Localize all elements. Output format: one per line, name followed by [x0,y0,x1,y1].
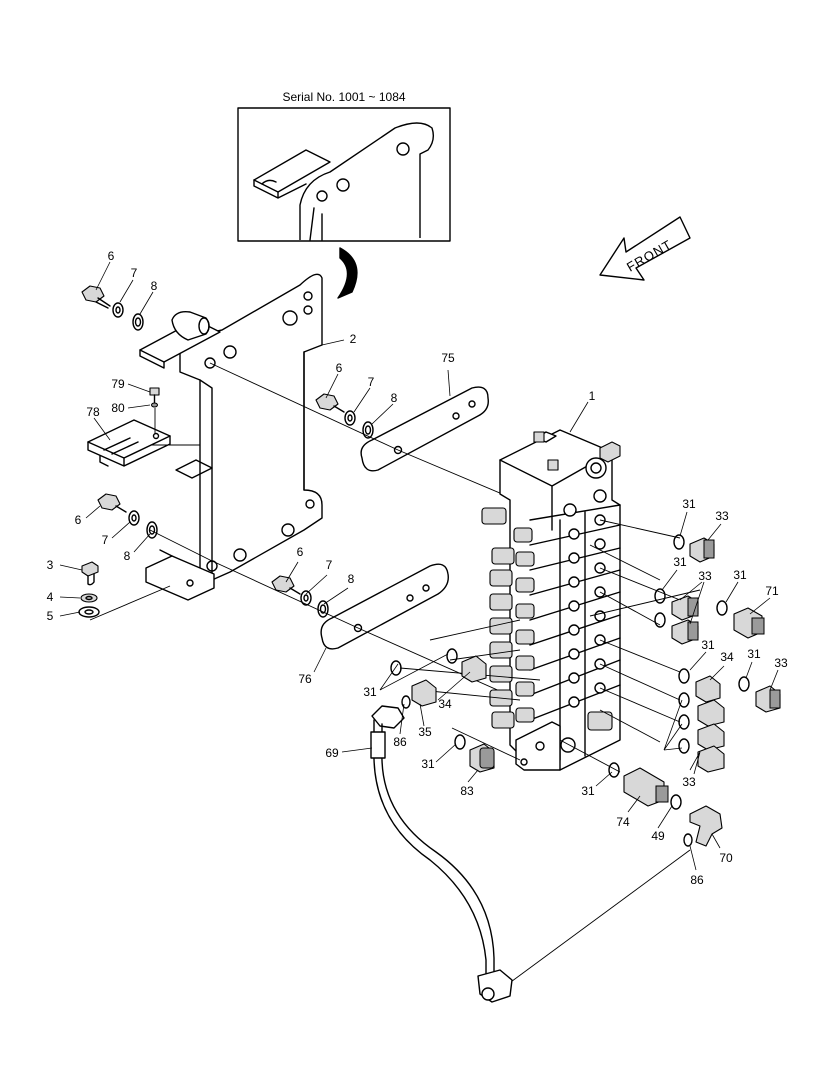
callout-8: 8 [151,279,158,293]
plate-75 [360,386,489,472]
callout-7: 7 [131,266,138,280]
callout-5: 5 [47,609,54,623]
bolt-set-b [315,393,374,439]
callout-33: 33 [682,775,696,789]
callout-8: 8 [124,549,131,563]
bolt-3-assembly [78,561,100,618]
callout-31: 31 [421,757,435,771]
callout-4: 4 [47,590,54,604]
callout-78: 78 [86,405,100,419]
callout-76: 76 [298,672,312,686]
callout-3: 3 [47,558,54,572]
callout-83: 83 [460,784,474,798]
inset-plate [299,122,435,240]
fittings [390,534,781,847]
callout-31: 31 [733,568,747,582]
callout-6: 6 [75,513,82,527]
callout-6: 6 [336,361,343,375]
hose-69 [370,705,513,1003]
callout-31: 31 [581,784,595,798]
callout-70: 70 [719,851,733,865]
callout-79: 79 [111,377,125,391]
callout-31: 31 [682,497,696,511]
bolt-set-a [81,285,144,331]
callout-86: 86 [393,735,407,749]
callout-31: 31 [747,647,761,661]
callout-7: 7 [102,533,109,547]
callout-7: 7 [368,375,375,389]
alignment-lines [89,362,691,991]
callout-leaders [59,261,779,871]
callout-33: 33 [774,656,788,670]
inset-frame [237,107,451,242]
callout-1: 1 [589,389,596,403]
callout-34: 34 [720,650,734,664]
serial-inset: Serial No. 1001 ~ 1084 [237,90,451,299]
bolt-set-d [271,575,329,618]
callout-34: 34 [438,697,452,711]
callout-49: 49 [651,829,665,843]
callout-33: 33 [715,509,729,523]
callout-86: 86 [690,873,704,887]
callout-69: 69 [325,746,339,760]
callout-74: 74 [616,815,630,829]
callout-35: 35 [418,725,432,739]
callout-6: 6 [108,249,115,263]
plate-76 [320,563,449,650]
bolt-set-c [97,493,158,539]
callout-31: 31 [363,685,377,699]
callout-31: 31 [673,555,687,569]
callout-75: 75 [441,351,455,365]
callout-6: 6 [297,545,304,559]
clamp-plate-78 [87,387,171,467]
callout-2: 2 [350,332,357,346]
callout-33: 33 [698,569,712,583]
callout-labels: 6 7 8 2 79 80 78 6 7 8 75 1 6 7 8 3 4 5 … [47,249,788,887]
callout-80: 80 [111,401,125,415]
callout-8: 8 [348,572,355,586]
left-spool-caps [481,507,535,729]
callout-31: 31 [701,638,715,652]
callout-7: 7 [326,558,333,572]
callout-8: 8 [391,391,398,405]
mounting-bracket [139,273,323,601]
inset-title: Serial No. 1001 ~ 1084 [282,90,405,104]
callout-71: 71 [765,584,779,598]
front-direction-arrow: FRONT [599,216,691,281]
control-valve [481,429,621,771]
